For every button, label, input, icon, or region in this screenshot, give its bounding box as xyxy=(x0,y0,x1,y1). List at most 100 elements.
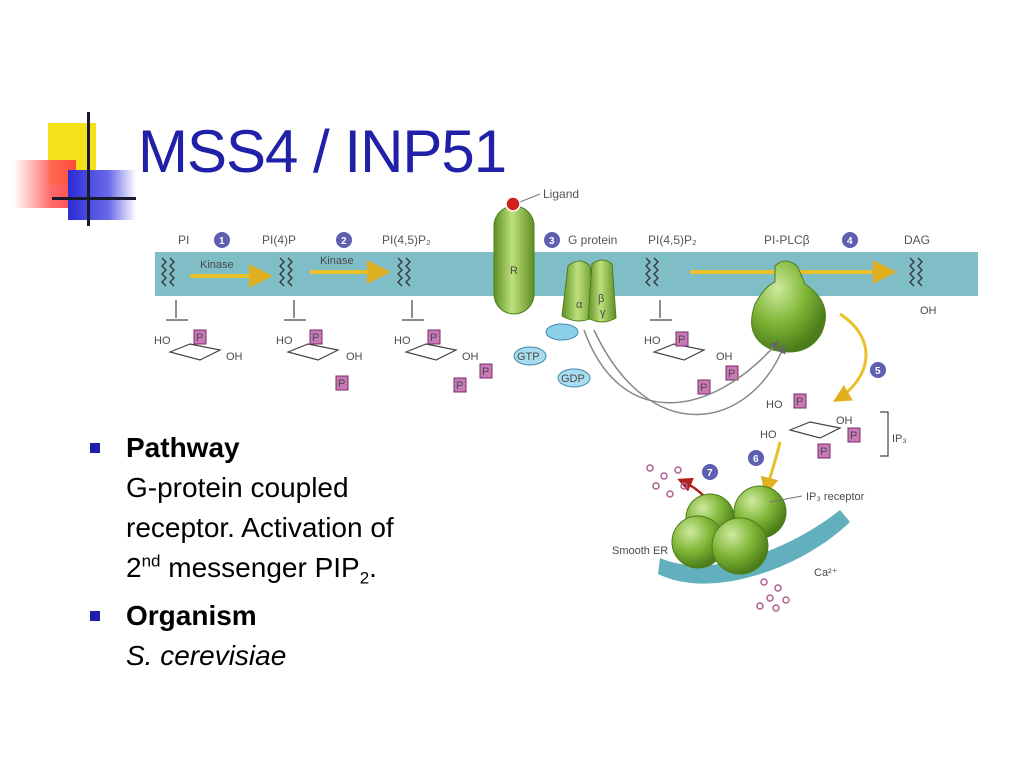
ip3-receptor-channel xyxy=(671,485,787,575)
step-2-badge: 2 xyxy=(336,232,352,248)
ip3-oh: OH xyxy=(836,415,853,427)
pathway-line-3: 2nd messenger PIP2. xyxy=(126,548,510,588)
ip3-label: IP₃ xyxy=(892,433,907,445)
ip3-to-receptor-arrow xyxy=(760,441,782,496)
ring2-p-b: P xyxy=(338,378,345,390)
label-pi4p: PI(4)P xyxy=(262,233,296,247)
line3-post: . xyxy=(369,552,377,583)
step-1-badge: 1 xyxy=(214,232,230,248)
pathway-diagram: PI PI(4)P PI(4,5)P₂ G protein PI(4,5)P₂ … xyxy=(154,187,978,612)
ip3-p-c: P xyxy=(820,446,827,458)
ring1-oh: OH xyxy=(226,351,243,363)
pathway-line-1: G-protein coupled xyxy=(126,472,349,503)
line3-pre: 2 xyxy=(126,552,142,583)
activation-arrow-1 xyxy=(583,329,780,404)
label-g-protein: G protein xyxy=(568,233,617,247)
bullet-pathway: Pathway G-protein coupled receptor. Acti… xyxy=(90,428,510,588)
lipid-tails xyxy=(161,257,923,287)
alpha-label: α xyxy=(576,299,583,311)
organism-value: S. cerevisiae xyxy=(126,640,287,671)
ring4-p-a: P xyxy=(678,334,685,346)
ring4-phosphate-b xyxy=(725,365,739,381)
slide-title: MSS4 / INP51 xyxy=(138,118,507,185)
ring3-p-b: P xyxy=(482,366,489,378)
step-6-badge: 6 xyxy=(748,450,764,466)
kinase-label-1: Kinase xyxy=(200,259,234,271)
step-7-badge: 7 xyxy=(702,464,718,480)
ring3-ho: HO xyxy=(394,335,411,347)
bullet-marker xyxy=(90,443,100,453)
svg-text:4: 4 xyxy=(847,236,853,247)
gdp-badge xyxy=(557,368,591,388)
ring4-phosphate-a xyxy=(675,331,689,347)
ring3-oh: OH xyxy=(462,351,479,363)
g-protein-beta-gamma xyxy=(587,259,617,323)
ip3-release-arrow xyxy=(832,312,868,402)
decoration-horizontal-line xyxy=(52,197,136,200)
decoration-red-square xyxy=(14,160,76,208)
gtp-exchange xyxy=(545,323,579,341)
gamma-label: γ xyxy=(600,307,606,319)
ring2-oh: OH xyxy=(346,351,363,363)
bullet-marker xyxy=(90,611,100,621)
ip3-molecule xyxy=(788,411,889,457)
inositol-ring-2 xyxy=(284,300,340,361)
er-calcium-dots xyxy=(756,578,790,612)
ip3-p-b: P xyxy=(850,430,857,442)
receptor-label: R xyxy=(510,265,518,277)
ca-label: Ca²⁺ xyxy=(814,567,838,579)
organism-heading: Organism xyxy=(126,600,257,631)
ip3-ho-2: HO xyxy=(760,429,777,441)
smooth-er-label: Smooth ER xyxy=(612,545,668,557)
ip3-phosphate-a xyxy=(793,393,807,409)
label-dag: DAG xyxy=(904,233,930,247)
svg-text:2: 2 xyxy=(341,236,347,247)
gtp-badge xyxy=(513,346,547,366)
ring2-phosphate-b xyxy=(335,375,349,391)
label-pi: PI xyxy=(178,233,189,247)
ring3-phosphate-a xyxy=(427,329,441,345)
ring1-ho: HO xyxy=(154,335,171,347)
ring4-p-b: P xyxy=(728,368,735,380)
beta-label: β xyxy=(598,293,604,305)
ring3-p-c: P xyxy=(456,380,463,392)
ring3-p-a: P xyxy=(430,332,437,344)
ip3-receptor-label: IP₃ receptor xyxy=(806,491,865,503)
ip3-phosphate-c xyxy=(817,443,831,459)
svg-text:6: 6 xyxy=(753,454,759,465)
bullet-organism: Organism S. cerevisiae xyxy=(90,596,510,676)
label-ligand: Ligand xyxy=(543,187,579,201)
receptor xyxy=(493,205,535,315)
ring4-p-c: P xyxy=(700,382,707,394)
pi-plc-enzyme xyxy=(751,260,826,353)
ring2-ho: HO xyxy=(276,335,293,347)
dag-oh-label: OH xyxy=(920,305,937,317)
label-pi-plc: PI-PLCβ xyxy=(764,233,810,247)
ring4-phosphate-c xyxy=(697,379,711,395)
step-3-badge: 3 xyxy=(544,232,560,248)
ip3-receptor-pointer xyxy=(769,495,803,503)
decoration-vertical-line xyxy=(87,112,90,226)
ring1-p: P xyxy=(196,332,203,344)
ring1-phosphate xyxy=(193,329,207,345)
svg-text:7: 7 xyxy=(707,468,713,479)
gdp-label: GDP xyxy=(561,373,585,385)
label-pi45p2-b: PI(4,5)P₂ xyxy=(648,233,697,247)
svg-text:1: 1 xyxy=(219,236,225,247)
ring3-phosphate-b xyxy=(479,363,493,379)
line3-sub: 2 xyxy=(359,568,370,588)
inositol-ring-1 xyxy=(166,300,222,361)
ring2-phosphate-a xyxy=(309,329,323,345)
ring4-ho: HO xyxy=(644,335,661,347)
ligand-pointer xyxy=(519,193,541,203)
svg-text:3: 3 xyxy=(549,236,555,247)
inositol-ring-3 xyxy=(402,300,458,361)
ring2-p-a: P xyxy=(312,332,319,344)
pathway-line-2: receptor. Activation of xyxy=(126,512,394,543)
cytosolic-calcium-dots xyxy=(646,464,688,498)
decoration-blue-square xyxy=(68,170,136,220)
ligand xyxy=(505,196,521,212)
line3-sup: nd xyxy=(141,551,161,571)
line3-mid: messenger PIP xyxy=(160,552,360,583)
step-5-badge: 5 xyxy=(870,362,886,378)
